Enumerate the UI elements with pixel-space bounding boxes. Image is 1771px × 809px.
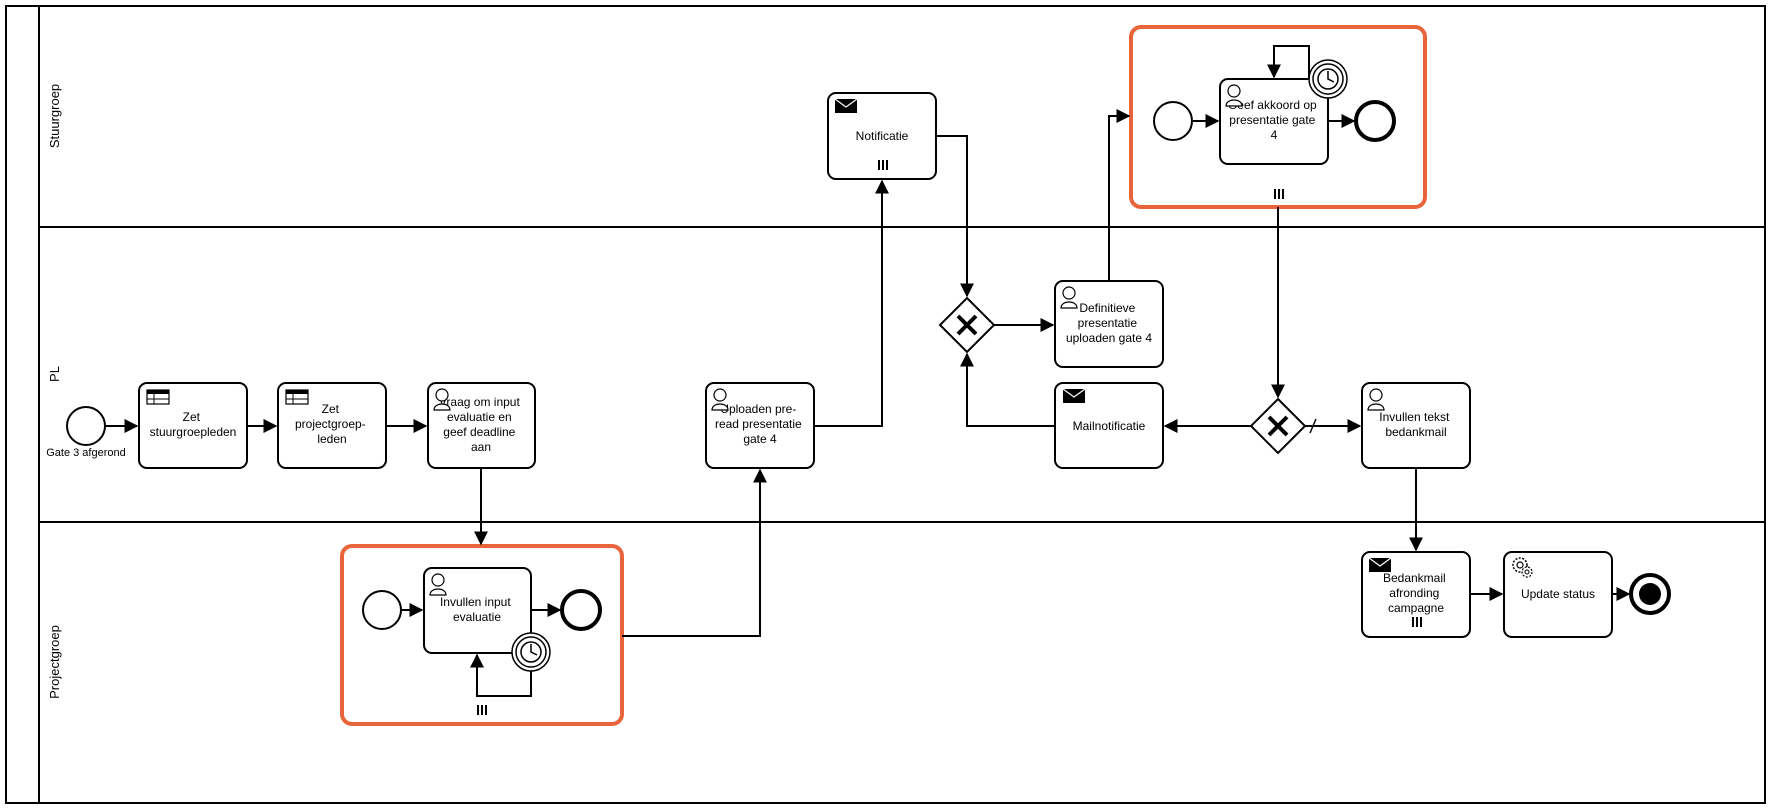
subprocess-geef-akkoord[interactable]: Geef akkoord op presentatie gate 4: [1129, 25, 1427, 209]
subprocess-start-event: [362, 590, 402, 630]
task-label-line: Update status: [1521, 587, 1595, 601]
task-label-line: afronding: [1389, 586, 1439, 600]
user-icon: [1367, 388, 1385, 411]
flow-inner-loop: [1267, 45, 1310, 79]
task-label-line: bedankmail: [1385, 425, 1446, 439]
task-invullen-input[interactable]: Invullen input evaluatie: [423, 567, 532, 654]
task-label-line: read presentatie: [715, 417, 802, 431]
task-label-line: Zet: [322, 402, 340, 416]
start-event-label: Gate 3 afgerond: [46, 447, 126, 459]
task-label-line: geef deadline: [443, 425, 515, 439]
task-label-line: Invullen input: [440, 595, 511, 609]
task-label-line: stuurgroepleden: [150, 425, 237, 439]
svg-text:Vraag om input evaluatie: Vraag om input evaluatie en geef deadlin…: [439, 395, 523, 454]
flow-notificatie-to-gateway: [936, 135, 974, 298]
user-icon: [1060, 286, 1078, 309]
task-vraag-om-input[interactable]: Vraag om input evaluatie en geef deadlin…: [427, 382, 536, 469]
user-icon: [433, 388, 451, 411]
task-label-line: 4: [1271, 128, 1278, 142]
multi-instance-marker: [1274, 189, 1284, 199]
lane-label-sturgroep[interactable]: Stuurgroep: [47, 84, 62, 148]
task-label-line: uploaden gate 4: [1066, 331, 1152, 345]
exclusive-gateway-icon[interactable]: [938, 296, 996, 354]
task-mailnotificatie[interactable]: Mailnotificatie: [1054, 382, 1164, 469]
envelope-icon: [834, 98, 858, 113]
task-zet-projectgroepleden[interactable]: Zet projectgroep- leden: [277, 382, 387, 469]
flow-uploaden-to-notificatie: [814, 179, 889, 427]
multi-instance-marker: [1412, 617, 1422, 627]
svg-text:Invullen tekst bedankmai: Invullen tekst bedankmail: [1379, 410, 1452, 439]
task-label-line: gate 4: [743, 432, 777, 446]
task-label-line: aan: [471, 440, 491, 454]
sequence-flows: [105, 45, 1631, 697]
svg-text:Invullen input evaluat: Invullen input evaluatie: [440, 595, 514, 624]
envelope-icon: [1062, 388, 1086, 403]
table-icon: [146, 389, 170, 405]
task-label-line: campagne: [1388, 601, 1444, 615]
task-label-line: Mailnotificatie: [1073, 419, 1146, 433]
pool-border: [5, 5, 1766, 804]
default-flow-marker: [1309, 418, 1317, 434]
envelope-icon: [1368, 557, 1392, 572]
subprocess-end-event: [1354, 100, 1396, 142]
task-label-line: Vraag om input: [439, 395, 521, 409]
subprocess-invullen-input[interactable]: Invullen input evaluatie: [340, 544, 624, 726]
task-label-line: Bedankmail: [1383, 571, 1446, 585]
gear-icon: [1512, 557, 1533, 578]
svg-text:Geef akkoord op presen: Geef akkoord op presentatie gate 4: [1228, 98, 1320, 142]
subprocess-end-event: [560, 589, 602, 631]
flow-definitieve-to-subprocess: [1108, 109, 1131, 281]
flow-inner-loop: [470, 653, 532, 697]
flow-subprocess-to-uploaden: [622, 468, 767, 637]
task-label-line: Notificatie: [856, 129, 909, 143]
task-label-line: Geef akkoord op: [1228, 98, 1317, 112]
task-zet-stuurgroepleden[interactable]: Zet stuurgroepleden: [138, 382, 248, 469]
exclusive-gateway-icon[interactable]: [1249, 397, 1307, 455]
user-icon: [1225, 84, 1243, 107]
end-event[interactable]: [1629, 573, 1671, 615]
task-label-line: projectgroep-: [295, 417, 366, 431]
task-geef-akkoord[interactable]: Geef akkoord op presentatie gate 4: [1219, 78, 1329, 165]
user-icon: [711, 388, 729, 411]
start-event-gate3[interactable]: [66, 406, 106, 446]
svg-text:Zet stuurgroepleden: Zet stuurgroepleden: [150, 410, 237, 439]
task-label-line: Uploaden pre-: [720, 402, 796, 416]
task-label-line: evaluatie en: [447, 410, 512, 424]
task-label-line: Definitieve: [1079, 301, 1135, 315]
svg-text:Definitieve presentatie: Definitieve presentatie uploaden gate 4: [1066, 301, 1152, 345]
user-icon: [429, 573, 447, 596]
task-bedankmail[interactable]: Bedankmail afronding campagne: [1361, 551, 1471, 638]
task-update-status[interactable]: Update status: [1503, 551, 1613, 638]
task-definitieve-presentatie[interactable]: Definitieve presentatie uploaden gate 4: [1054, 280, 1164, 368]
svg-text:Zet projectgroep-: Zet projectgroep- leden: [295, 402, 369, 446]
timer-icon: [511, 632, 551, 672]
task-label-line: presentatie gate: [1229, 113, 1315, 127]
task-label-line: Zet: [183, 410, 201, 424]
task-label-line: presentatie: [1078, 316, 1138, 330]
lane-label-projectgroep[interactable]: Projectgroep: [47, 625, 62, 699]
svg-text:Uploaden pre- read prese: Uploaden pre- read presentatie gate 4: [715, 402, 805, 446]
task-label-line: Invullen tekst: [1379, 410, 1450, 424]
task-label-line: evaluatie: [453, 610, 501, 624]
task-notificatie[interactable]: Notificatie: [827, 92, 937, 180]
multi-instance-marker: [878, 160, 888, 170]
task-label-line: leden: [317, 432, 346, 446]
table-icon: [285, 389, 309, 405]
svg-text:Bedankmail afronding: Bedankmail afronding campagne: [1383, 571, 1449, 615]
task-invullen-tekst-bedankmail[interactable]: Invullen tekst bedankmail: [1361, 382, 1471, 469]
multi-instance-marker: [477, 705, 487, 715]
subprocess-start-event: [1153, 101, 1193, 141]
flow-mail-to-gateway: [960, 352, 1055, 427]
lane-label-pl[interactable]: PL: [47, 366, 62, 382]
task-uploaden-preread[interactable]: Uploaden pre- read presentatie gate 4: [705, 382, 815, 469]
timer-icon: [1308, 59, 1348, 99]
